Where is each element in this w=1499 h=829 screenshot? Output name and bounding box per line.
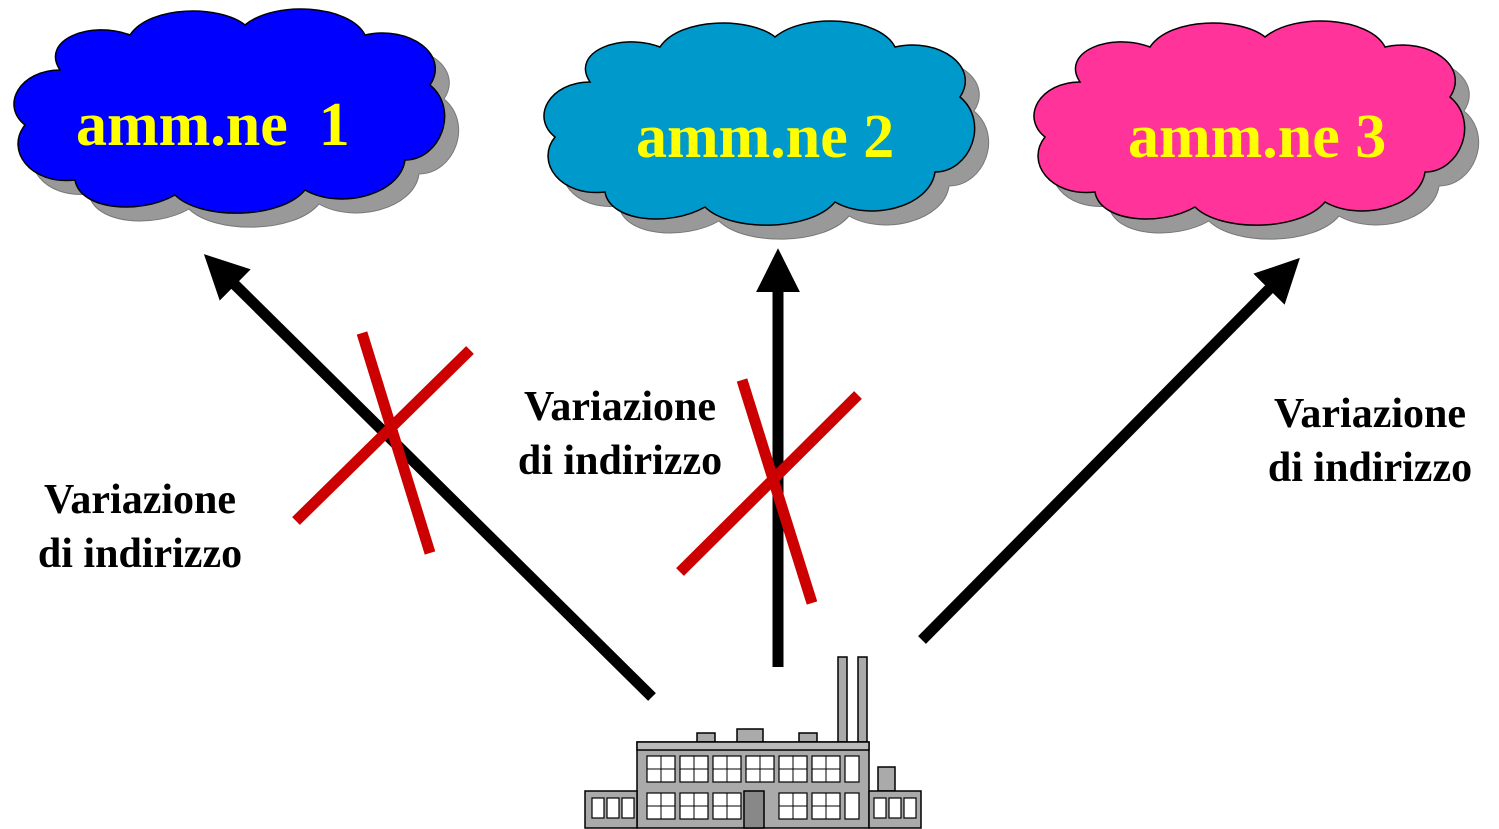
- arrow-3: [918, 257, 1300, 644]
- cloud-3-label: amm.ne 3: [1128, 103, 1387, 171]
- cross-mark-2: [676, 378, 862, 605]
- cloud-2: [543, 20, 990, 240]
- cloud-3-shape: [1033, 20, 1466, 226]
- factory-icon: [584, 656, 922, 829]
- cloud-3: [1033, 20, 1480, 240]
- cross-mark-1: [292, 331, 474, 555]
- arrow-3-label-line1: Variazione: [1273, 391, 1467, 437]
- arrow-2-label-line2: di indirizzo: [517, 438, 723, 484]
- arrow-1-label: Variazione di indirizzo: [20, 473, 260, 581]
- cloud-1-shape: [13, 8, 446, 214]
- arrow-3-label: Variazione di indirizzo: [1250, 387, 1490, 495]
- arrow-2-label-line1: Variazione: [523, 384, 717, 430]
- cloud-2-shape: [543, 20, 976, 226]
- cloud-1-label: amm.ne 1: [76, 91, 350, 159]
- cloud-1: [13, 8, 460, 228]
- arrow-2-label: Variazione di indirizzo: [500, 380, 740, 488]
- arrow-1: [203, 254, 656, 701]
- arrow-1-label-line2: di indirizzo: [37, 531, 243, 577]
- cloud-2-label: amm.ne 2: [636, 103, 895, 171]
- arrow-1-label-line1: Variazione: [43, 477, 237, 523]
- arrow-3-label-line2: di indirizzo: [1267, 445, 1473, 491]
